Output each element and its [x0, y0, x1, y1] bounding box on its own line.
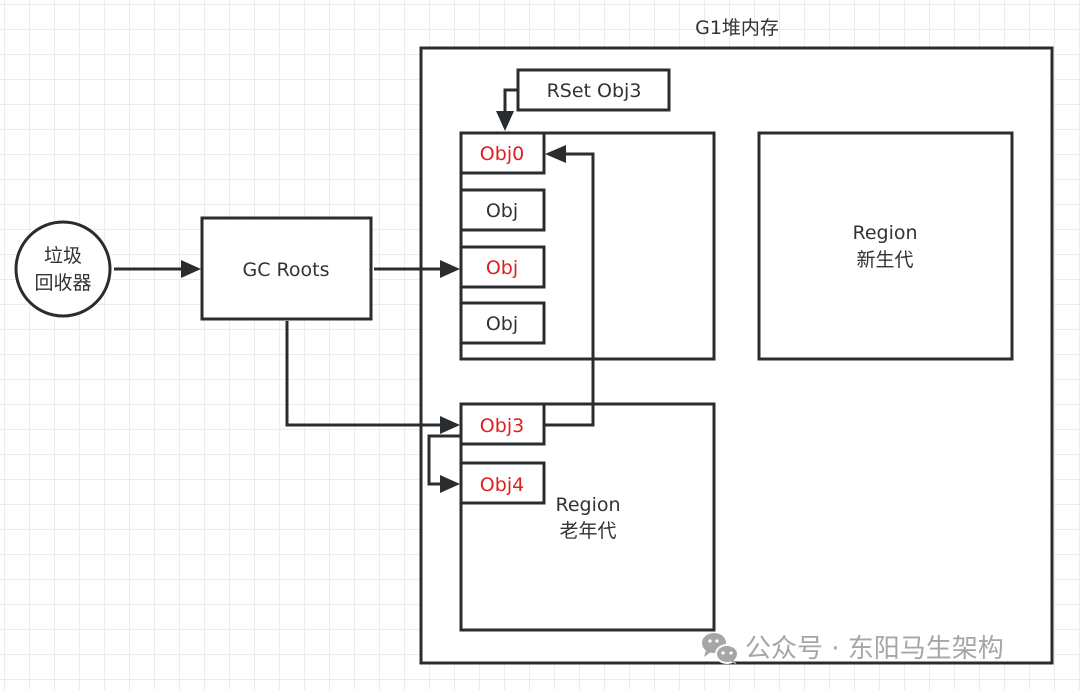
rset-label: RSet Obj3	[547, 80, 642, 102]
edge-obj3-to-obj0	[545, 145, 595, 427]
svg-text:Obj4: Obj4	[480, 474, 524, 496]
garbage-collector-node: 垃圾 回收器	[14, 220, 112, 318]
object-obj-2-referenced: Obj	[459, 245, 546, 289]
wechat-icon	[702, 633, 739, 665]
young-region-label-line2: 新生代	[856, 249, 913, 271]
gc-roots-node: GC Roots	[200, 216, 373, 321]
edge-gc-to-roots	[114, 260, 201, 278]
object-obj-1: Obj	[459, 188, 546, 232]
svg-text:Obj0: Obj0	[480, 143, 524, 165]
watermark: 公众号 · 东阳马生架构	[702, 633, 1004, 665]
young-region-with-objects: Obj0 Obj Obj Obj	[459, 131, 716, 361]
svg-text:Obj3: Obj3	[480, 415, 524, 437]
old-region: Region 老年代 Obj3 Obj4	[459, 402, 716, 632]
edge-roots-to-obj3	[285, 321, 460, 434]
object-obj-3: Obj	[459, 301, 546, 345]
young-region-empty: Region 新生代	[757, 131, 1014, 361]
svg-text:Obj: Obj	[486, 257, 518, 279]
object-obj4: Obj4	[459, 461, 546, 505]
gc-roots-label: GC Roots	[243, 259, 330, 281]
watermark-text: 公众号 · 东阳马生架构	[745, 634, 1004, 664]
svg-text:Obj: Obj	[486, 200, 518, 222]
old-region-label-line1: Region	[555, 494, 620, 516]
old-region-label-line2: 老年代	[559, 520, 616, 542]
edge-obj3-to-obj4	[427, 434, 460, 493]
heap-title: G1堆内存	[695, 17, 779, 39]
edge-roots-to-obj	[374, 260, 460, 278]
object-obj3: Obj3	[459, 402, 546, 446]
gc-label-line2: 回收器	[34, 272, 91, 294]
svg-text:Obj: Obj	[486, 313, 518, 335]
object-obj0: Obj0	[459, 131, 546, 175]
gc-label-line1: 垃圾	[44, 245, 82, 267]
edge-rset-to-obj0	[496, 88, 518, 131]
rset-node: RSet Obj3	[516, 68, 671, 112]
young-region-label-line1: Region	[852, 222, 917, 244]
